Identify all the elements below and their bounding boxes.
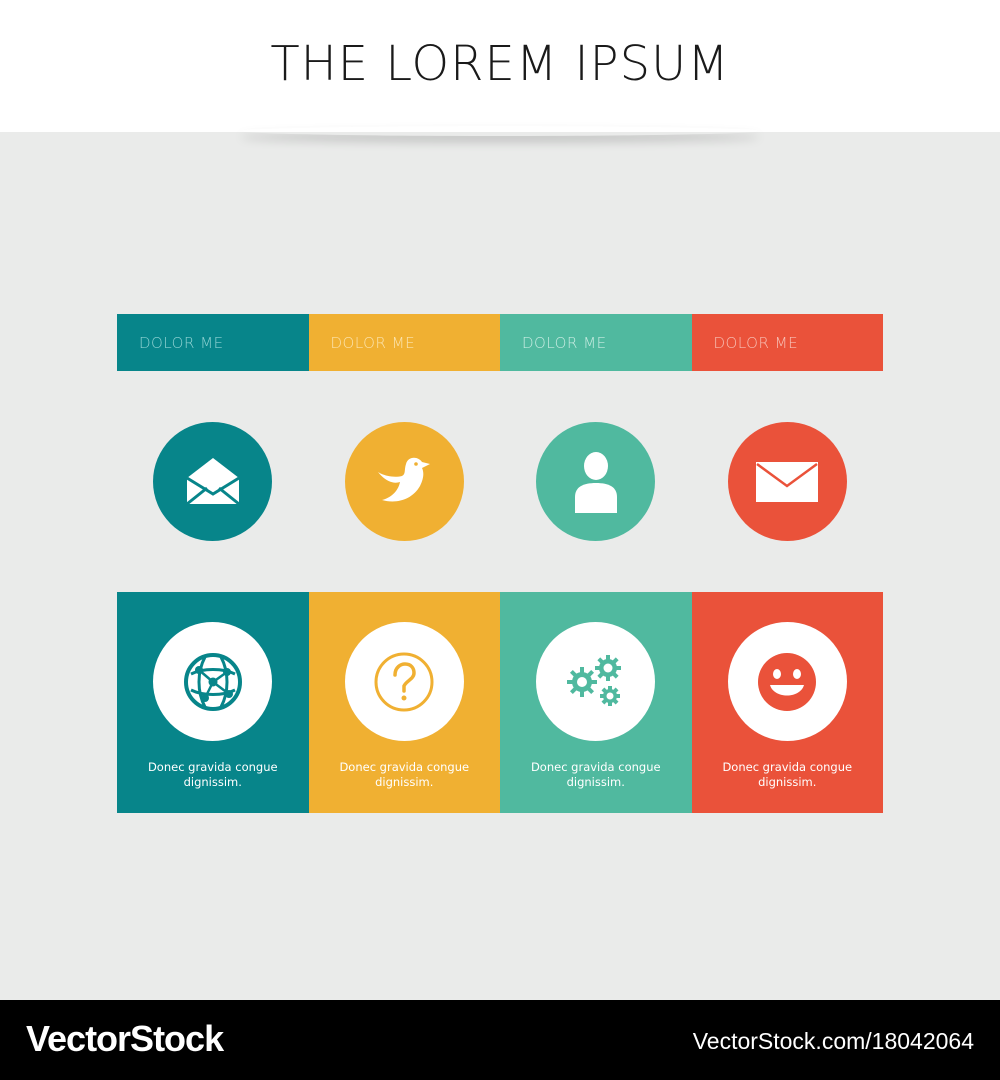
header-shadow bbox=[240, 126, 760, 136]
card-text-line2: dignissim. bbox=[375, 775, 434, 789]
card-4: Donec gravida congue dignissim. bbox=[691, 592, 884, 813]
card-text: Donec gravida congue dignissim. bbox=[309, 760, 501, 790]
bird-button[interactable] bbox=[344, 422, 464, 541]
card-icon-circle[interactable] bbox=[153, 622, 272, 741]
tab-label: DOLOR ME bbox=[522, 333, 607, 352]
brand-logo: VectorStock bbox=[26, 1018, 224, 1059]
tab-label: DOLOR ME bbox=[713, 333, 799, 352]
tab-3[interactable]: DOLOR ME bbox=[500, 314, 692, 371]
card-icon-circle[interactable] bbox=[536, 622, 655, 741]
page-title: THE LOREM IPSUM bbox=[270, 36, 730, 92]
card-row: Donec gravida congue dignissim. Donec gr… bbox=[117, 592, 883, 813]
card-1: Donec gravida congue dignissim. bbox=[117, 592, 309, 813]
card-2: Donec gravida congue dignissim. bbox=[308, 592, 501, 813]
card-text: Donec gravida congue dignissim. bbox=[500, 760, 692, 790]
card-text-line1: Donec gravida congue bbox=[530, 760, 661, 774]
icon-row bbox=[117, 422, 883, 542]
card-text-line2: dignissim. bbox=[566, 775, 625, 789]
open-envelope-button[interactable] bbox=[153, 422, 273, 541]
tab-4[interactable]: DOLOR ME bbox=[691, 314, 883, 371]
envelope-button[interactable] bbox=[727, 422, 847, 541]
gears-icon bbox=[566, 654, 621, 706]
tab-2[interactable]: DOLOR ME bbox=[308, 314, 500, 371]
card-text: Donec gravida congue dignissim. bbox=[692, 760, 884, 790]
user-icon bbox=[574, 451, 617, 513]
card-icon-circle[interactable] bbox=[727, 622, 847, 741]
open-envelope-icon bbox=[185, 457, 240, 505]
smiley-icon bbox=[758, 652, 816, 711]
card-text: Donec gravida congue dignissim. bbox=[117, 760, 309, 790]
tab-bar: DOLOR ME DOLOR ME DOLOR ME DOLOR ME bbox=[117, 314, 883, 371]
card-text-line1: Donec gravida congue bbox=[339, 760, 470, 774]
card-icon-circle[interactable] bbox=[344, 622, 464, 741]
envelope-icon bbox=[756, 461, 819, 502]
header: THE LOREM IPSUM bbox=[0, 0, 1000, 132]
tab-label: DOLOR ME bbox=[330, 333, 416, 352]
tab-1[interactable]: DOLOR ME bbox=[117, 314, 309, 371]
card-text-line1: Donec gravida congue bbox=[147, 760, 278, 774]
card-text-line1: Donec gravida congue bbox=[722, 760, 853, 774]
question-icon bbox=[374, 652, 434, 711]
card-text-line2: dignissim. bbox=[758, 775, 817, 789]
card-text-line2: dignissim. bbox=[183, 775, 242, 789]
bird-icon bbox=[378, 457, 431, 501]
card-3: Donec gravida congue dignissim. bbox=[500, 592, 692, 813]
image-url: VectorStock.com/18042064 bbox=[692, 1028, 974, 1054]
user-button[interactable] bbox=[536, 422, 656, 541]
tab-label: DOLOR ME bbox=[139, 333, 224, 352]
watermark-bar: VectorStock VectorStock.com/18042064 bbox=[0, 1000, 1000, 1080]
globe-network-icon bbox=[183, 652, 242, 711]
